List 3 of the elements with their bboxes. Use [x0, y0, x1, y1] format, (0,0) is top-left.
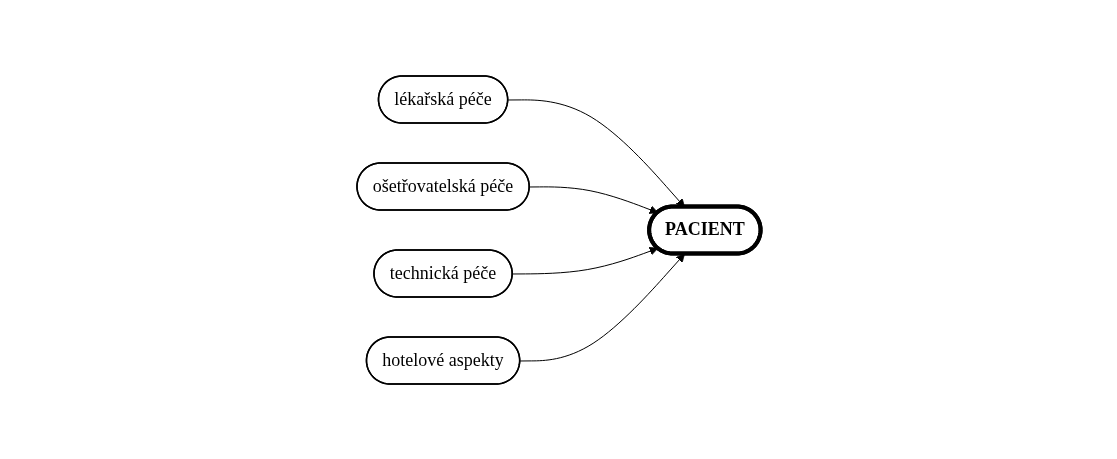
arrow [519, 253, 685, 361]
arrow [528, 185, 658, 214]
arrow [511, 246, 658, 274]
